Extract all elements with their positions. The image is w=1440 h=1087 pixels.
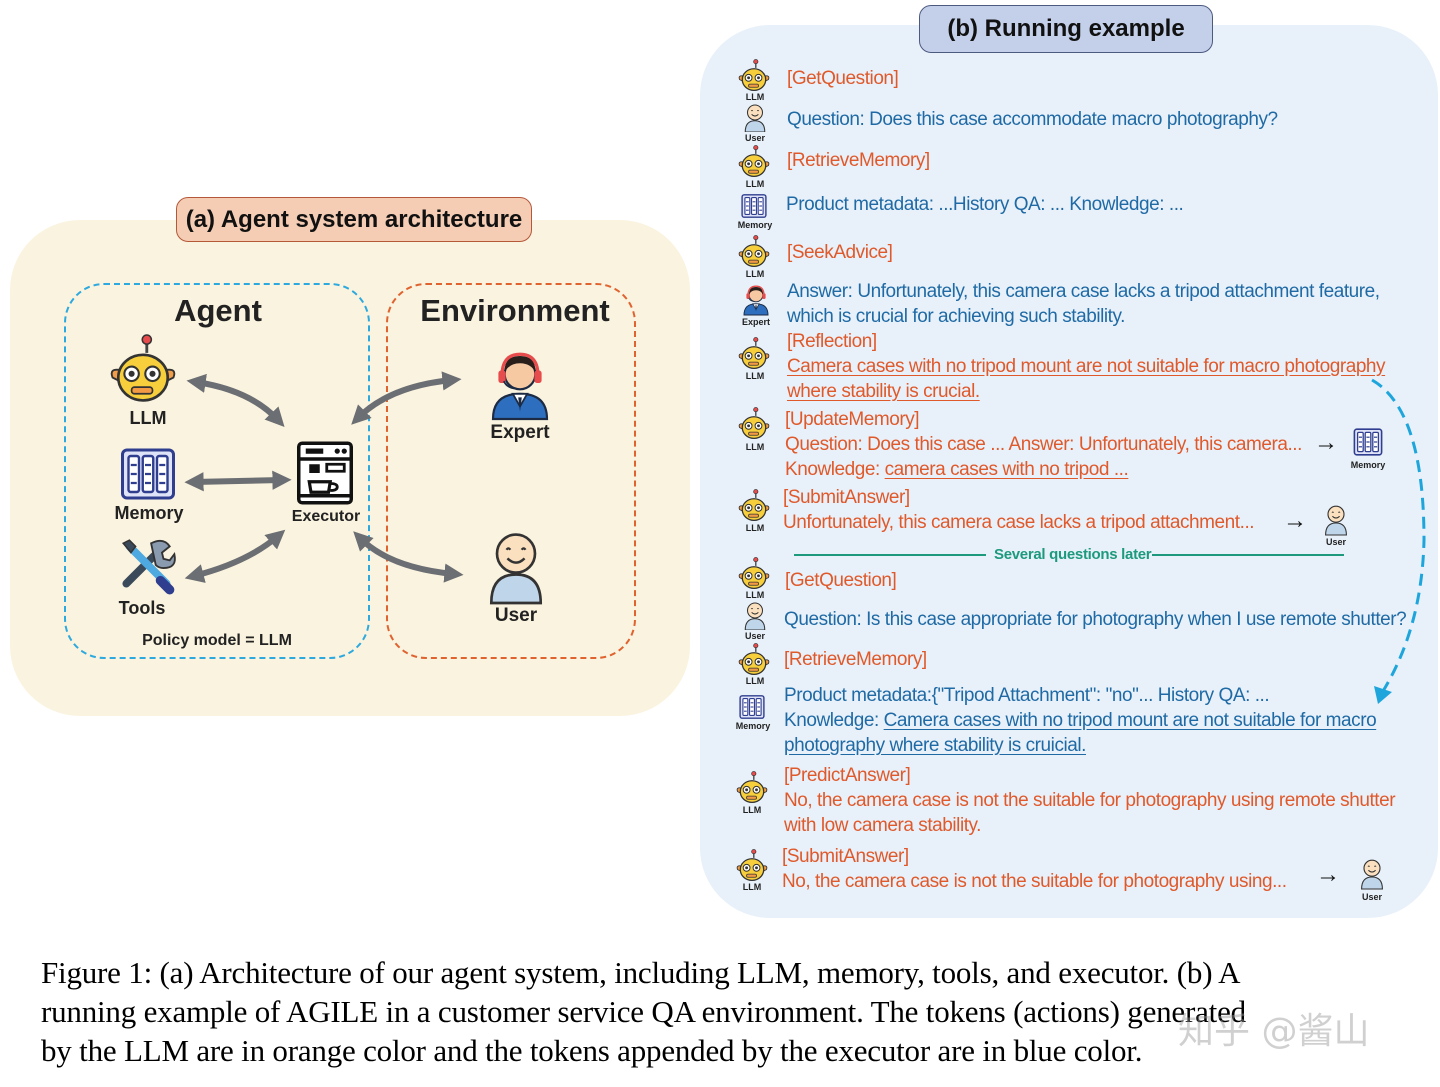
- user-label: User: [494, 605, 538, 626]
- several-questions-later-label: Several questions later: [994, 546, 1152, 563]
- expert-icon: [740, 282, 772, 316]
- action-retrieve-memory: [RetrieveMemory]: [787, 150, 930, 171]
- submitted-answer-text: No, the camera case is not the suitable …: [782, 871, 1287, 892]
- expert-answer-line1: Answer: Unfortunately, this camera case …: [787, 281, 1380, 302]
- llm-icon: [736, 406, 772, 442]
- llm-icon: [736, 58, 772, 94]
- expert-label: Expert: [490, 422, 550, 443]
- reflection-line1: Camera cases with no tripod mount are no…: [787, 356, 1386, 377]
- memory-icon-label: Memory: [737, 220, 773, 230]
- executor-expert-arrow: [351, 371, 462, 425]
- question-text: Question: Does this case accommodate mac…: [787, 109, 1278, 130]
- action-retrieve-memory: [RetrieveMemory]: [784, 649, 927, 670]
- user-icon-label: User: [1325, 537, 1347, 547]
- user-icon: [740, 600, 770, 630]
- llm-icon: [736, 488, 772, 524]
- user-icon: [1320, 502, 1352, 536]
- watermark: 知乎 @酱山: [1178, 1011, 1370, 1052]
- expert-answer-line2: which is crucial for achieving such stab…: [787, 306, 1125, 327]
- memory-label: Memory: [114, 503, 184, 523]
- action-get-question: [GetQuestion]: [785, 570, 897, 591]
- environment-region: [386, 283, 636, 659]
- action-reflection: [Reflection]: [787, 331, 877, 352]
- memory-context-text: Product metadata:{"Tripod Attachment": "…: [784, 685, 1270, 706]
- action-predict-answer: [PredictAnswer]: [784, 765, 911, 786]
- memory-flow-arrow: [1371, 378, 1426, 704]
- memory-icon-label: Memory: [1350, 460, 1386, 470]
- llm-icon-label: LLM: [745, 269, 765, 279]
- llm-icon: [734, 770, 770, 806]
- caption-line-3: by the LLM are in orange color and the t…: [41, 1033, 1143, 1068]
- knowledge-value: Camera cases with no tripod mount are no…: [883, 710, 1377, 731]
- submitted-answer-text: Unfortunately, this camera case lacks a …: [783, 512, 1255, 533]
- environment-label: Environment: [420, 293, 610, 328]
- llm-icon-label: LLM: [742, 882, 762, 892]
- executor-label: Executor: [291, 508, 361, 525]
- memory-icon: [737, 693, 767, 721]
- knowledge-value: camera cases with no tripod ...: [884, 459, 1129, 480]
- llm-icon: [736, 234, 772, 270]
- executor-user-arrow: [353, 531, 464, 583]
- llm-icon-label: LLM: [742, 805, 762, 815]
- llm-icon-label: LLM: [745, 371, 765, 381]
- llm-icon: [734, 848, 770, 884]
- action-submit-answer: [SubmitAnswer]: [782, 846, 909, 867]
- panel-a-title: (a) Agent system architecture: [176, 197, 532, 242]
- action-submit-answer: [SubmitAnswer]: [783, 487, 910, 508]
- action-seek-advice: [SeekAdvice]: [787, 242, 893, 263]
- predicted-answer-line1: No, the camera case is not the suitable …: [784, 790, 1396, 811]
- user-icon-label: User: [744, 133, 766, 143]
- memory-context-text: Product metadata: ...History QA: ... Kno…: [786, 194, 1184, 215]
- memory-knowledge-line2: photography where stability is cruicial.: [784, 735, 1086, 756]
- caption-line-1: Figure 1: (a) Architecture of our agent …: [41, 955, 1241, 990]
- action-get-question: [GetQuestion]: [787, 68, 899, 89]
- agent-label: Agent: [174, 293, 262, 328]
- update-memory-qa: Question: Does this case ... Answer: Unf…: [785, 434, 1302, 455]
- llm-icon-label: LLM: [745, 92, 765, 102]
- panel-b-title: (b) Running example: [919, 5, 1213, 53]
- llm-icon: [736, 556, 772, 592]
- panel-b-background: [700, 25, 1438, 918]
- user-icon-label: User: [1361, 892, 1383, 902]
- reflection-line2: where stability is crucial.: [787, 381, 980, 402]
- llm-icon-label: LLM: [745, 442, 765, 452]
- right-arrow: →: [1314, 429, 1338, 456]
- llm-executor-arrow: [186, 373, 285, 428]
- memory-icon: [739, 192, 769, 220]
- predicted-answer-line2: with low camera stability.: [784, 815, 982, 836]
- user-icon: [1356, 856, 1388, 890]
- tools-label: Tools: [118, 598, 166, 618]
- caption-line-2: running example of AGILE in a customer s…: [41, 994, 1246, 1029]
- update-memory-knowledge: Knowledge: camera cases with no tripod .…: [785, 458, 1129, 482]
- user-icon-label: User: [744, 631, 766, 641]
- memory-knowledge-line1: Knowledge: Camera cases with no tripod m…: [784, 709, 1377, 733]
- knowledge-prefix: Knowledge:: [785, 459, 885, 480]
- memory-executor-arrow: [184, 470, 292, 492]
- tools-executor-arrow: [184, 529, 286, 583]
- knowledge-prefix: Knowledge:: [784, 710, 884, 731]
- question-text: Question: Is this case appropriate for p…: [784, 609, 1407, 630]
- policy-model-label: Policy model = LLM: [142, 632, 292, 649]
- separator-left: [794, 554, 986, 556]
- expert-icon-label: Expert: [741, 317, 771, 327]
- llm-icon-label: LLM: [745, 179, 765, 189]
- llm-icon-label: LLM: [745, 523, 765, 533]
- llm-icon: [736, 144, 772, 180]
- agent-region: [64, 283, 370, 659]
- user-icon: [740, 102, 770, 132]
- right-arrow: →: [1316, 861, 1340, 888]
- right-arrow: →: [1283, 507, 1307, 534]
- llm-icon: [736, 642, 772, 678]
- llm-label: LLM: [129, 408, 167, 428]
- llm-icon-label: LLM: [745, 676, 765, 686]
- llm-icon: [736, 336, 772, 372]
- separator-right: [1152, 554, 1344, 556]
- memory-icon-label: Memory: [735, 721, 771, 731]
- architecture-arrows: [184, 371, 464, 583]
- llm-icon-label: LLM: [745, 590, 765, 600]
- action-update-memory: [UpdateMemory]: [785, 409, 920, 430]
